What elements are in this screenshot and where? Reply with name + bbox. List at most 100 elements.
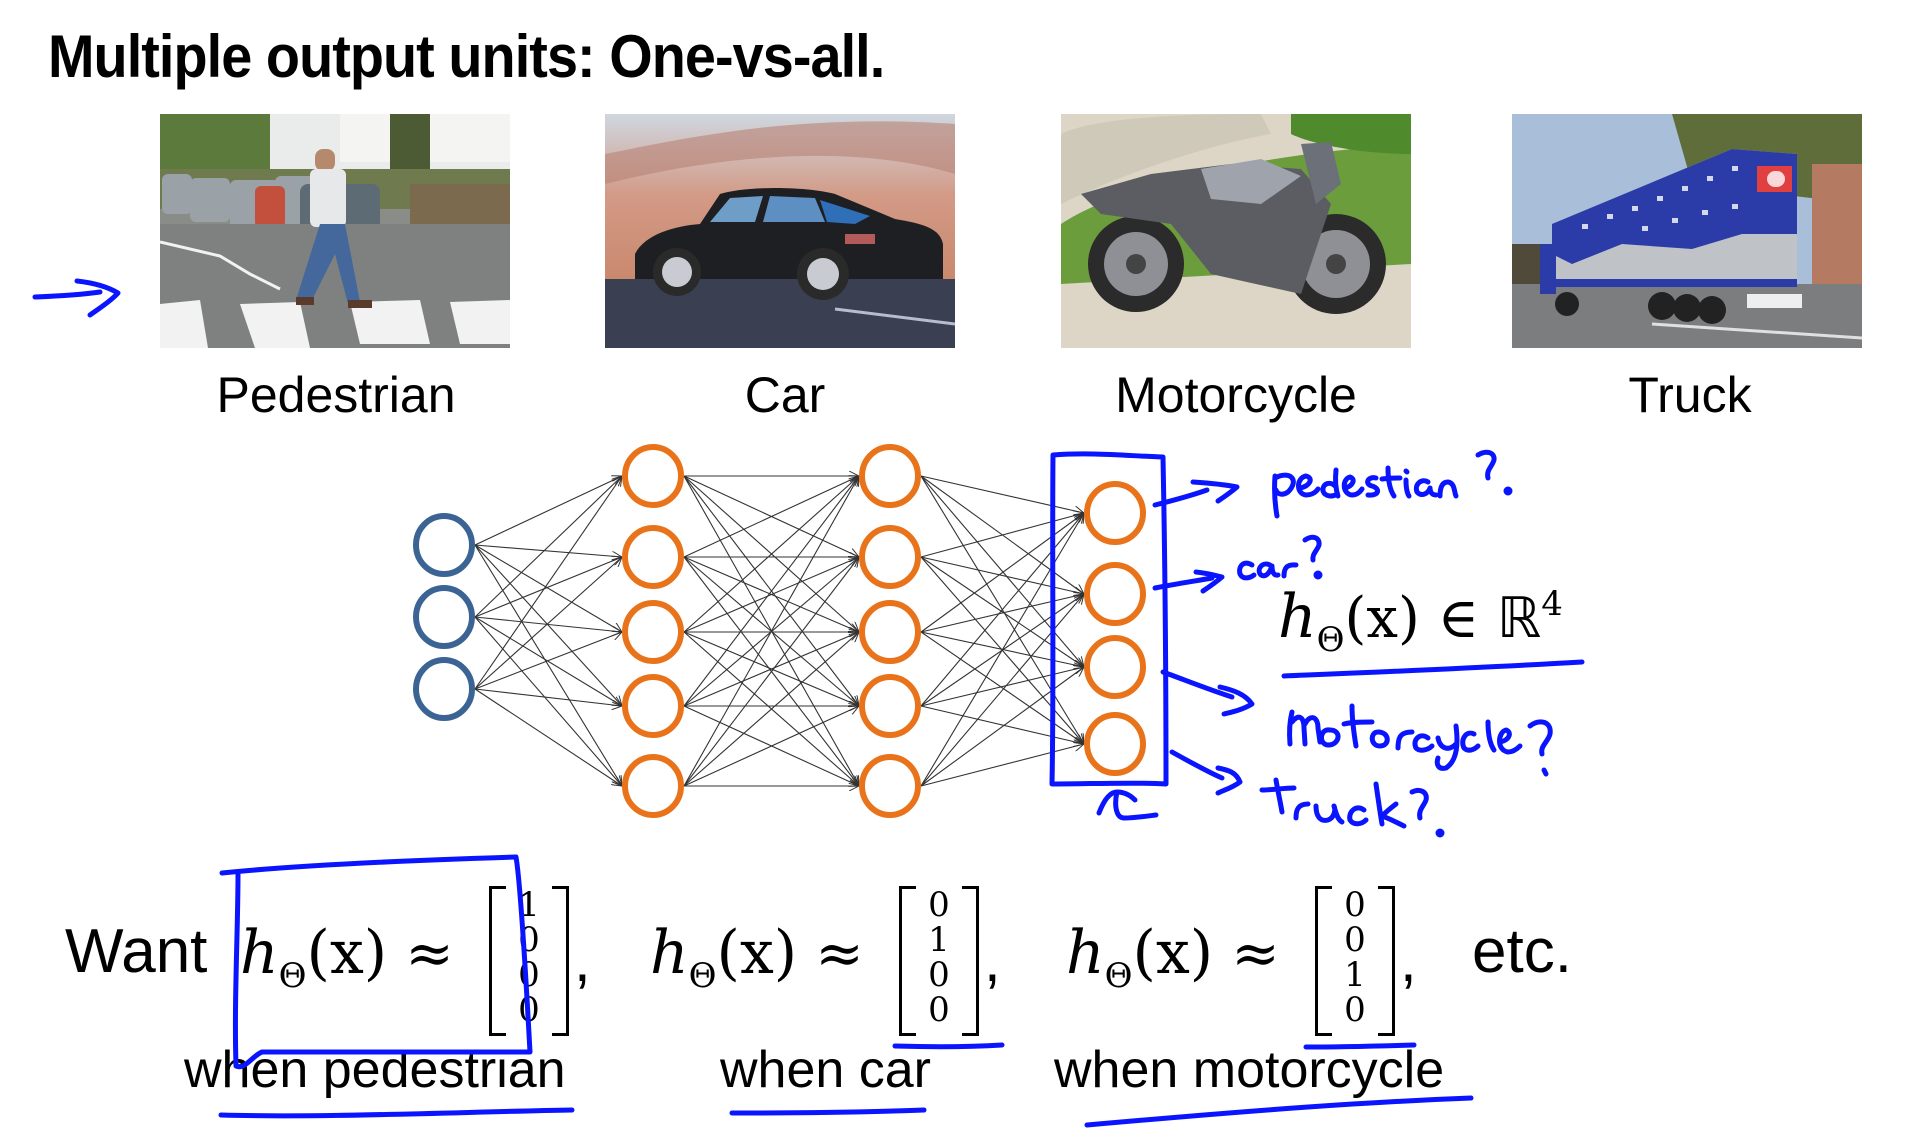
- edge-input-2-to-hidden-1-1: [474, 557, 622, 690]
- output-unit-2: [1084, 562, 1146, 626]
- output-space-formula: hΘ(x) ∈ ℝ4: [1278, 582, 1563, 660]
- edge-input-0-to-hidden-1-4: [474, 544, 622, 786]
- edge-input-2-to-hidden-1-2: [474, 632, 622, 690]
- truck-photo: [1512, 114, 1862, 348]
- dimension: 4: [1541, 584, 1563, 624]
- left-bracket: [899, 886, 916, 1036]
- argument: (x): [306, 918, 388, 988]
- output-unit-1: [1084, 481, 1146, 545]
- edge-hidden-1-2-to-hidden-2-0: [683, 476, 859, 633]
- hidden-2-unit-5: [859, 754, 921, 818]
- caption-pedestrian: Pedestrian: [216, 367, 456, 423]
- theta-subscript: Θ: [1316, 620, 1345, 660]
- separator-comma: ,: [984, 927, 1001, 994]
- h-symbol: h: [1066, 918, 1105, 988]
- theta-subscript: Θ: [688, 956, 717, 996]
- argument: (x): [1344, 586, 1420, 651]
- edge-hidden-1-4-to-hidden-2-1: [683, 557, 859, 787]
- hidden-2-unit-3: [859, 600, 921, 664]
- edge-hidden-2-1-to-output-1: [920, 556, 1084, 594]
- hypothesis-3: hΘ(x)≈: [1066, 918, 1298, 996]
- hidden-1-unit-3: [622, 600, 684, 664]
- edge-input-0-to-hidden-1-2: [474, 544, 622, 632]
- argument: (x): [716, 918, 798, 988]
- edge-hidden-2-2-to-output-0: [920, 513, 1084, 633]
- right-bracket: [962, 886, 979, 1036]
- hidden-1-unit-1: [622, 444, 684, 508]
- etc-label: etc.: [1472, 917, 1572, 986]
- edge-input-2-to-hidden-1-4: [474, 688, 622, 786]
- when-label-pedestrian: when pedestrian: [184, 1041, 566, 1099]
- hidden-1-unit-5: [622, 754, 684, 818]
- h-symbol: h: [1278, 582, 1317, 652]
- edge-hidden-2-4-to-output-1: [920, 594, 1084, 787]
- theta-subscript: Θ: [1104, 956, 1133, 996]
- edge-input-2-to-hidden-1-0: [474, 476, 622, 690]
- motorcycle-photo: [1061, 114, 1411, 348]
- output-unit-3: [1084, 635, 1146, 699]
- caption-car: Car: [744, 367, 826, 423]
- approx-symbol: ≈: [405, 919, 454, 987]
- edge-input-1-to-hidden-1-1: [474, 557, 622, 618]
- edge-hidden-1-4-to-hidden-2-3: [683, 706, 859, 787]
- pedestrian-photo: [160, 114, 510, 348]
- h-symbol: h: [240, 918, 279, 988]
- hidden-2-unit-4: [859, 674, 921, 738]
- edge-hidden-1-4-to-hidden-2-0: [683, 476, 859, 787]
- edge-hidden-2-0-to-output-2: [920, 475, 1084, 667]
- edge-hidden-1-3-to-hidden-2-0: [683, 476, 859, 707]
- edge-hidden-2-3-to-output-0: [920, 513, 1084, 707]
- caption-motorcycle: Motorcycle: [1115, 367, 1357, 423]
- separator-comma: ,: [574, 927, 591, 994]
- real-set-symbol: ℝ: [1496, 586, 1542, 651]
- edge-hidden-1-4-to-hidden-2-2: [683, 632, 859, 787]
- output-unit-4: [1084, 712, 1146, 776]
- edge-input-2-to-hidden-1-3: [474, 688, 622, 706]
- slide-title: Multiple output units: One-vs-all.: [48, 23, 885, 90]
- edge-hidden-2-1-to-output-0: [920, 513, 1084, 558]
- edge-input-1-to-hidden-1-4: [474, 616, 622, 786]
- edge-hidden-2-4-to-output-0: [920, 513, 1084, 787]
- approx-symbol: ≈: [1231, 919, 1280, 987]
- separator-comma: ,: [1400, 927, 1417, 994]
- car-photo: [605, 114, 955, 348]
- approx-symbol: ≈: [815, 919, 864, 987]
- right-bracket: [1378, 886, 1395, 1036]
- h-symbol: h: [650, 918, 689, 988]
- edge-hidden-2-2-to-output-1: [920, 594, 1084, 633]
- edge-input-0-to-hidden-1-0: [474, 476, 622, 546]
- edge-input-1-to-hidden-1-2: [474, 616, 622, 632]
- input-unit-2: [413, 585, 475, 649]
- edge-input-0-to-hidden-1-3: [474, 544, 622, 706]
- edge-hidden-2-4-to-output-2: [920, 667, 1084, 787]
- element-of-symbol: ∈: [1437, 586, 1480, 651]
- when-label-motorcycle: when motorcycle: [1054, 1041, 1445, 1099]
- input-unit-3: [413, 657, 475, 721]
- when-label-car: when car: [720, 1041, 931, 1099]
- argument: (x): [1132, 918, 1214, 988]
- network-edges: [474, 475, 1084, 787]
- hidden-2-unit-2: [859, 525, 921, 589]
- edge-input-0-to-hidden-1-1: [474, 544, 622, 557]
- left-bracket: [1315, 886, 1332, 1036]
- theta-subscript: Θ: [278, 956, 307, 996]
- edge-hidden-2-3-to-output-3: [920, 705, 1084, 744]
- hidden-1-unit-4: [622, 674, 684, 738]
- edge-input-1-to-hidden-1-0: [474, 476, 622, 618]
- caption-truck: Truck: [1628, 367, 1752, 423]
- edge-hidden-1-3-to-hidden-2-2: [683, 632, 859, 707]
- edge-hidden-2-3-to-output-2: [920, 667, 1084, 707]
- edge-input-1-to-hidden-1-3: [474, 616, 622, 706]
- hypothesis-1: hΘ(x)≈: [240, 918, 472, 996]
- input-unit-1: [413, 513, 475, 577]
- right-bracket: [552, 886, 569, 1036]
- hidden-1-unit-2: [622, 525, 684, 589]
- edge-hidden-1-2-to-hidden-2-1: [683, 557, 859, 633]
- hypothesis-2: hΘ(x)≈: [650, 918, 882, 996]
